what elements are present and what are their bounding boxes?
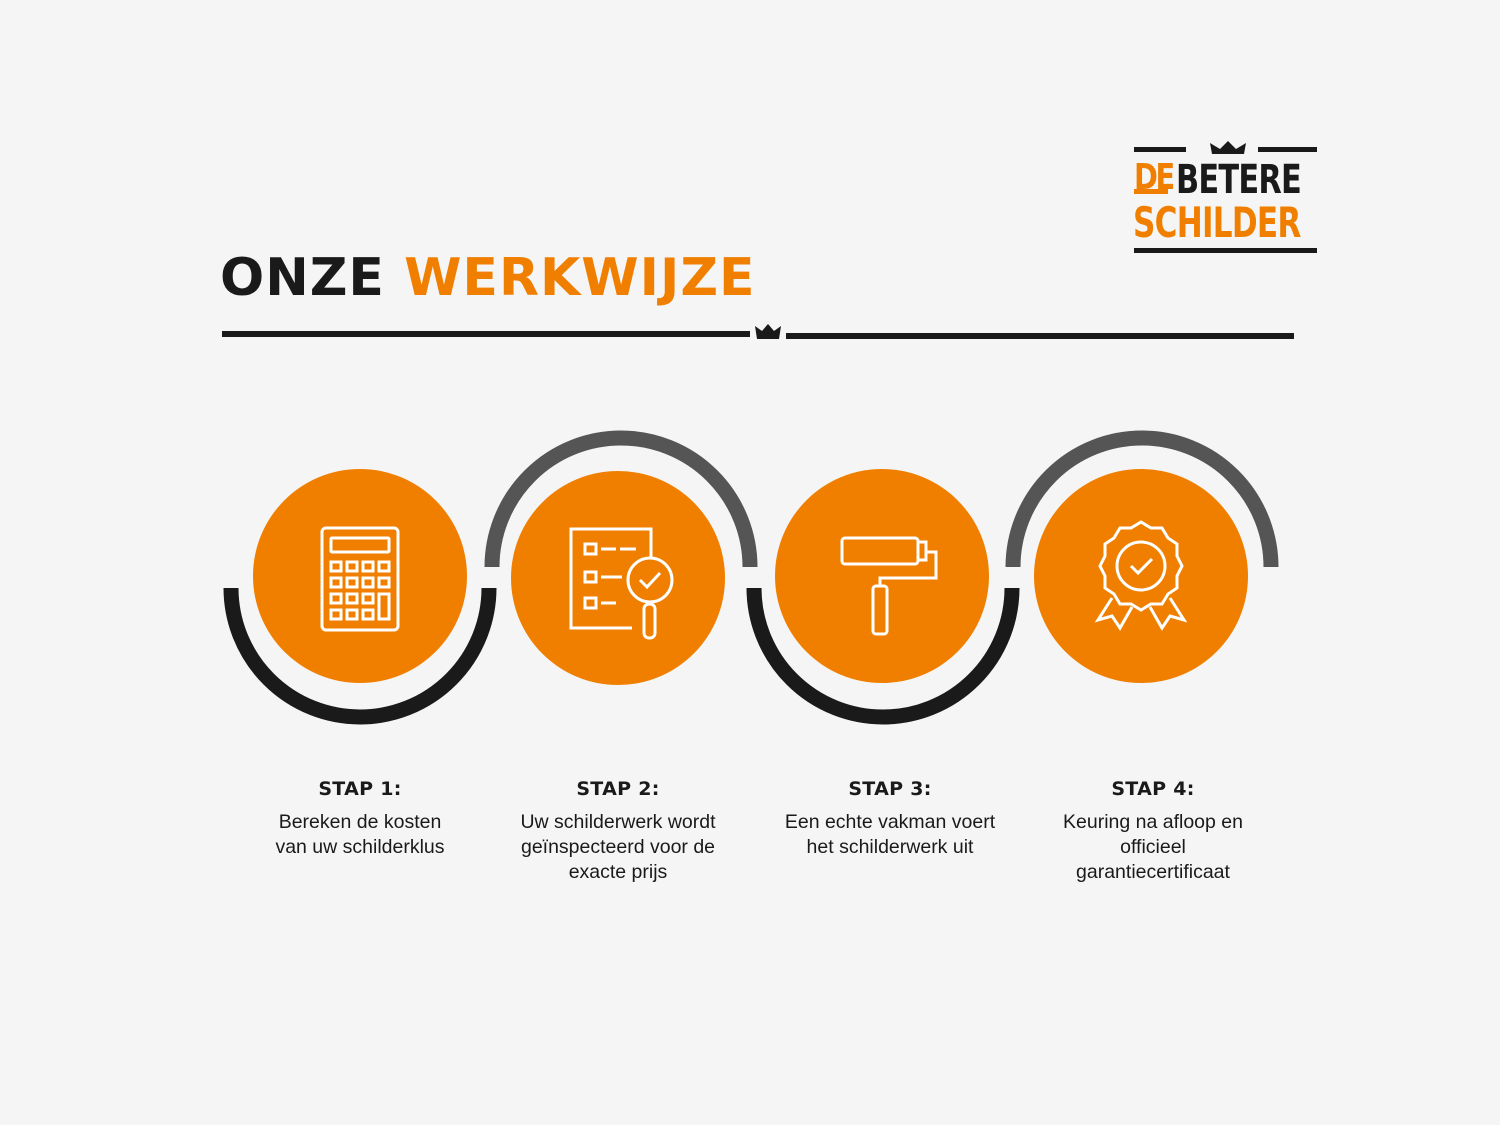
process-diagram — [223, 430, 1279, 725]
arc-step-2 — [484, 430, 758, 568]
logo-crown-icon — [1210, 141, 1246, 154]
step-1-text: STAP 1: Bereken de kosten van uw schilde… — [210, 778, 510, 860]
divider-left — [222, 331, 750, 337]
step-4-text: STAP 4: Keuring na afloop en officieel g… — [1003, 778, 1303, 885]
logo-schilder: SCHILDER — [1133, 198, 1301, 247]
step-1-title: STAP 1: — [318, 778, 402, 800]
checklist-inspection-icon — [569, 527, 674, 640]
step-3-description: Een echte vakman voert het schilderwerk … — [784, 811, 996, 858]
paint-roller-icon — [840, 536, 938, 636]
step-3-title: STAP 3: — [848, 778, 932, 800]
divider-right — [786, 333, 1294, 339]
step-2-title: STAP 2: — [576, 778, 660, 800]
page-title: ONZE WERKWIJZE — [220, 252, 756, 304]
logo-top-bar — [1134, 147, 1186, 152]
logo-top-bar-right — [1258, 147, 1317, 152]
divider-crown-icon — [755, 324, 781, 339]
logo-bottom-bar — [1134, 248, 1317, 253]
step-1-description: Bereken de kosten van uw schilderklus — [275, 811, 445, 858]
logo-betere: BETERE — [1176, 157, 1302, 203]
arc-step-4 — [1005, 430, 1279, 568]
title-divider — [222, 324, 1294, 339]
step-1-circle — [253, 469, 467, 683]
arc-step-3 — [746, 587, 1020, 725]
step-4-circle — [1034, 469, 1248, 683]
step-3-circle — [775, 469, 989, 683]
title-part-onze: ONZE — [220, 248, 385, 308]
award-badge-icon — [1094, 520, 1188, 631]
step-3-text: STAP 3: Een echte vakman voert het schil… — [740, 778, 1040, 860]
step-2-text: STAP 2: Uw schilderwerk wordt geïnspecte… — [468, 778, 768, 885]
calculator-icon — [320, 526, 400, 632]
arc-step-1 — [223, 587, 497, 725]
logo-de-underline — [1134, 189, 1168, 194]
title-part-werkwijze: WERKWIJZE — [404, 248, 756, 308]
step-2-description: Uw schilderwerk wordt geïnspecteerd voor… — [520, 811, 716, 883]
step-4-description: Keuring na afloop en officieel garantiec… — [1063, 811, 1243, 883]
step-4-title: STAP 4: — [1111, 778, 1195, 800]
